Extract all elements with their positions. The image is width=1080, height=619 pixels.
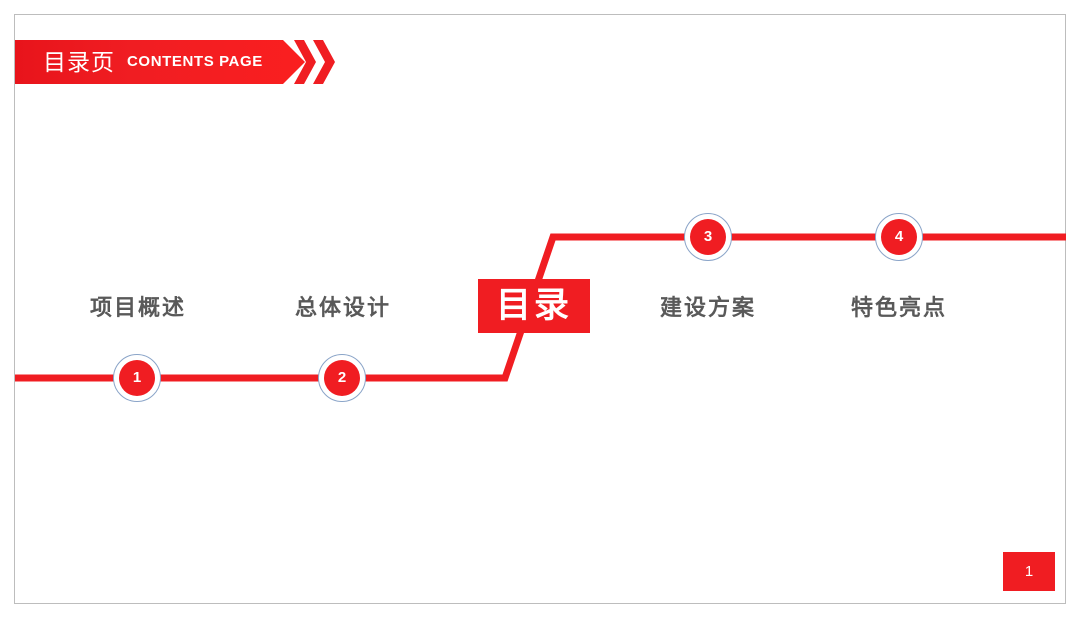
step-label-4[interactable]: 特色亮点 <box>850 295 947 320</box>
timeline-node-2-disc: 2 <box>324 360 360 396</box>
step-label-1[interactable]: 项目概述 <box>89 295 186 320</box>
timeline-node-1-disc: 1 <box>119 360 155 396</box>
contents-center-badge: 目录 <box>478 279 590 333</box>
timeline-node-3-number: 3 <box>703 228 713 245</box>
page-number-badge: 1 <box>1003 552 1055 591</box>
timeline-node-2[interactable]: 2 <box>318 354 366 402</box>
timeline-node-3-disc: 3 <box>690 219 726 255</box>
page-subtitle: CONTENTS PAGE <box>127 53 263 70</box>
timeline-node-4[interactable]: 4 <box>875 213 923 261</box>
step-label-2[interactable]: 总体设计 <box>294 295 391 320</box>
page-title: 目录页 <box>43 49 115 75</box>
timeline-node-2-number: 2 <box>337 369 347 386</box>
timeline-node-4-disc: 4 <box>881 219 917 255</box>
step-label-3[interactable]: 建设方案 <box>659 295 756 320</box>
header-banner: 目录页 CONTENTS PAGE <box>15 40 305 84</box>
page-number-label: 1 <box>1024 562 1034 580</box>
contents-center-badge-label: 目录 <box>495 286 572 325</box>
timeline-node-1-number: 1 <box>132 369 142 386</box>
timeline-node-4-number: 4 <box>894 228 904 245</box>
header-bar-shape <box>15 40 305 84</box>
timeline-node-1[interactable]: 1 <box>113 354 161 402</box>
timeline-node-3[interactable]: 3 <box>684 213 732 261</box>
